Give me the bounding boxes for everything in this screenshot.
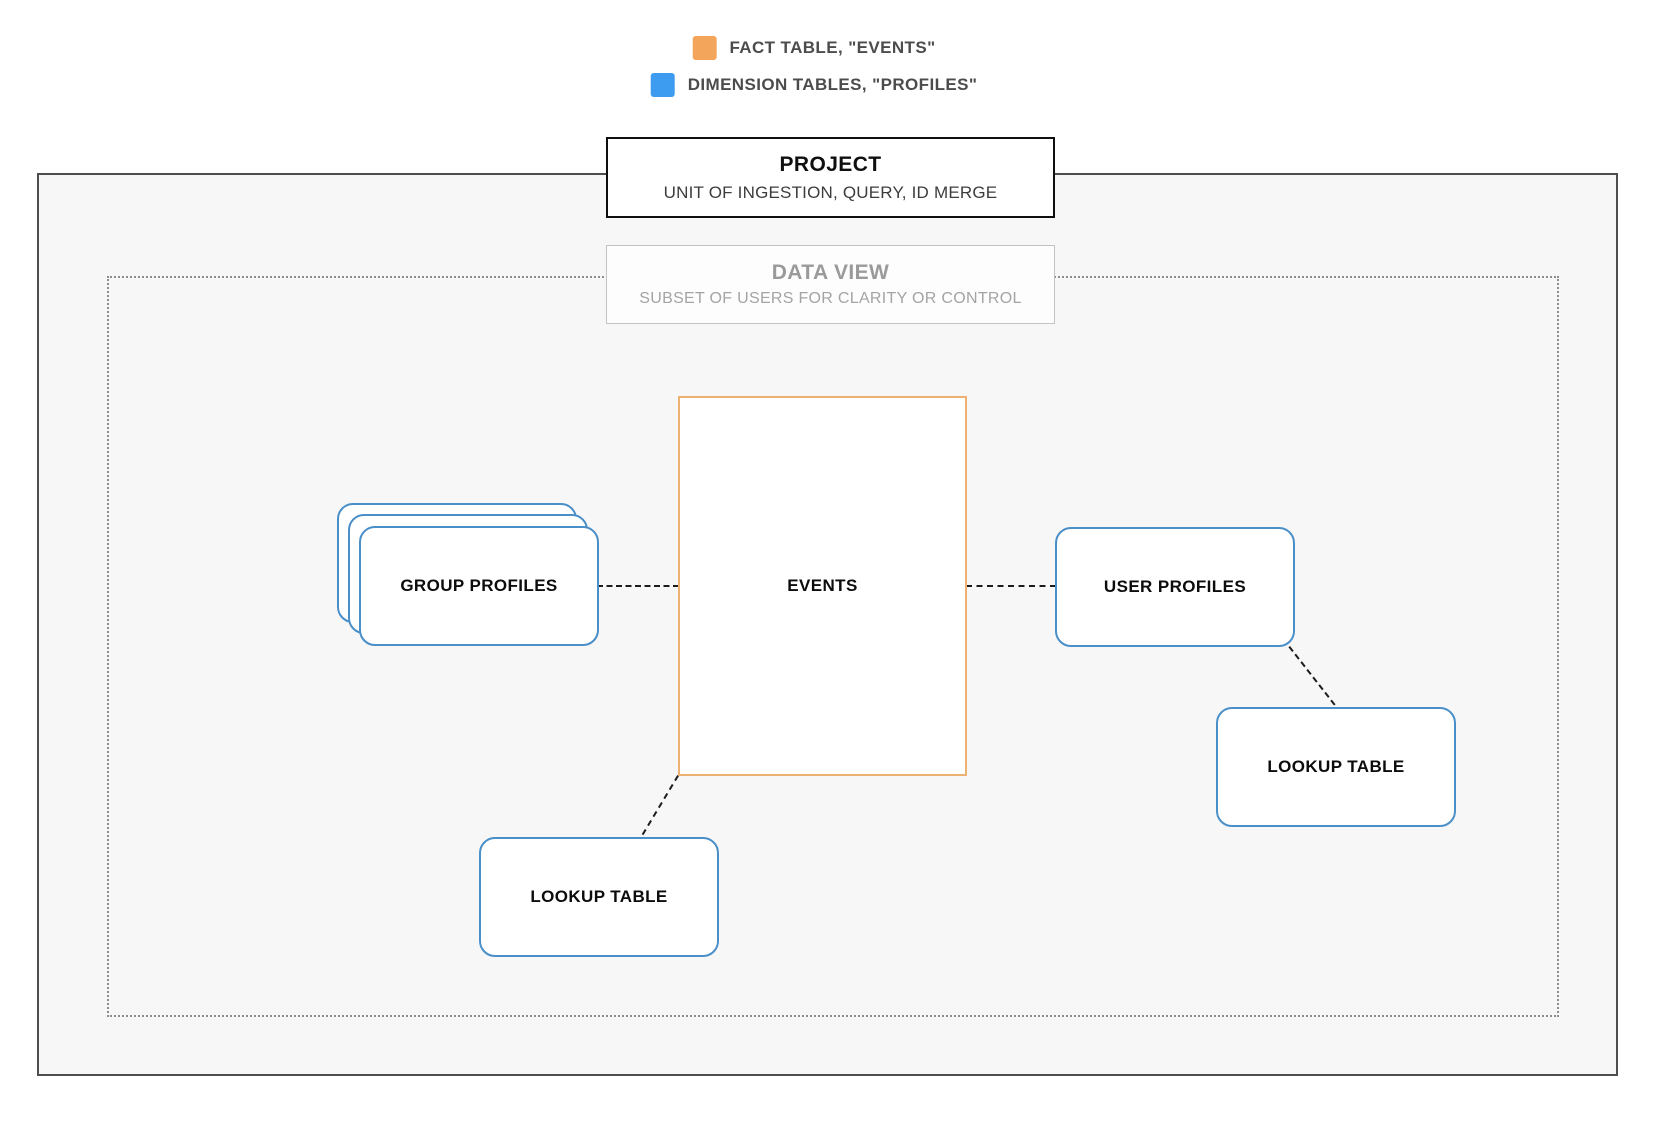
project-title: PROJECT (779, 152, 882, 176)
connector-events-user-profiles (966, 585, 1056, 587)
project-box: PROJECT UNIT OF INGESTION, QUERY, ID MER… (606, 137, 1055, 218)
group-profiles-node: GROUP PROFILES (359, 526, 599, 646)
data-view-box: DATA VIEW SUBSET OF USERS FOR CLARITY OR… (606, 245, 1055, 324)
lookup-table-right-node: LOOKUP TABLE (1216, 707, 1456, 827)
connector-group-profiles-events (597, 585, 679, 587)
data-view-subtitle: SUBSET OF USERS FOR CLARITY OR CONTROL (639, 290, 1022, 307)
group-profiles-node-label: GROUP PROFILES (400, 576, 558, 595)
lookup-table-bottom-node-label: LOOKUP TABLE (530, 887, 668, 906)
lookup-table-bottom-node: LOOKUP TABLE (479, 837, 719, 957)
legend-item-fact-table: FACT TABLE, "EVENTS" (692, 36, 935, 60)
lookup-table-right-node-label: LOOKUP TABLE (1267, 757, 1405, 776)
data-view-title: DATA VIEW (771, 261, 890, 284)
project-subtitle: UNIT OF INGESTION, QUERY, ID MERGE (663, 182, 998, 202)
legend-label-fact-table: FACT TABLE, "EVENTS" (729, 38, 936, 57)
dimension-tables-swatch-icon (650, 73, 675, 97)
user-profiles-node: USER PROFILES (1055, 527, 1295, 647)
fact-table-swatch-icon (692, 36, 717, 60)
events-node: EVENTS (678, 396, 967, 776)
legend-item-dimension-tables: DIMENSION TABLES, "PROFILES" (650, 73, 978, 97)
legend: FACT TABLE, "EVENTS" DIMENSION TABLES, "… (650, 36, 978, 97)
legend-label-dimension-tables: DIMENSION TABLES, "PROFILES" (687, 75, 978, 94)
events-node-label: EVENTS (787, 576, 858, 595)
user-profiles-node-label: USER PROFILES (1103, 577, 1247, 596)
